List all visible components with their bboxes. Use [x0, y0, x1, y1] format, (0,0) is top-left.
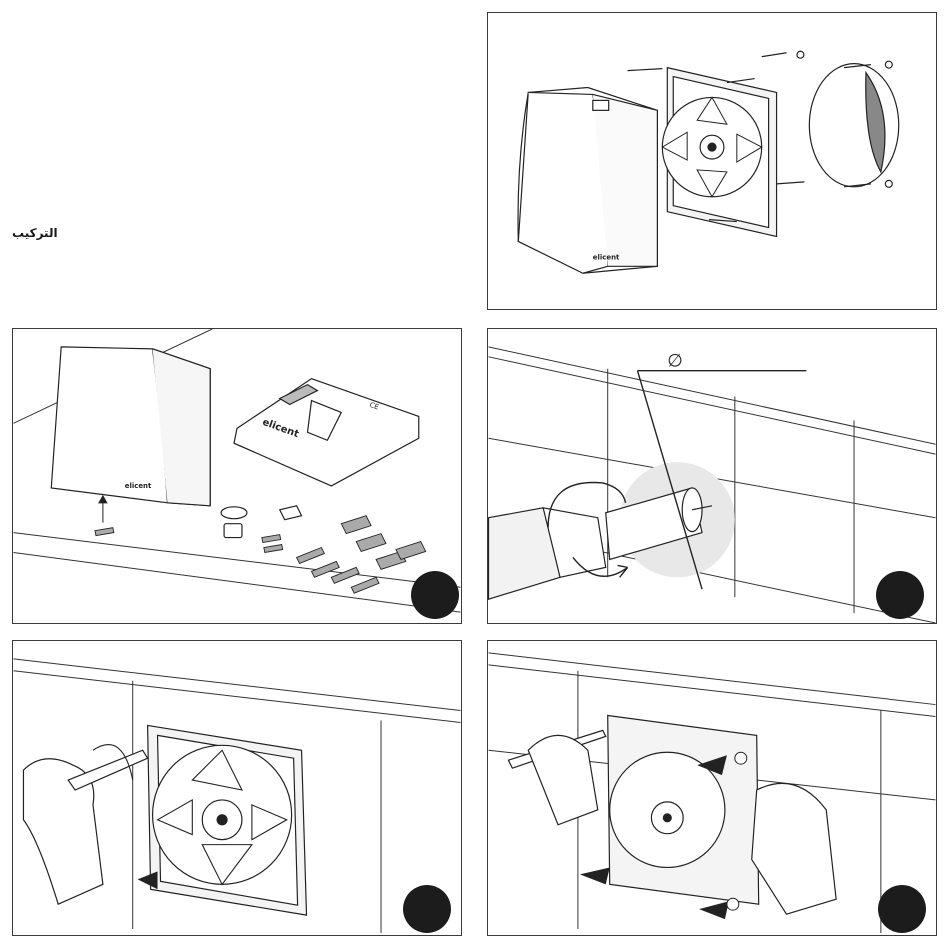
step-marker [876, 571, 924, 619]
step-contents-panel: elicent elicent CE [12, 328, 462, 624]
diameter-symbol: ∅ [667, 351, 683, 372]
step-drill-panel: ∅ [487, 328, 937, 624]
pencil-marking-icon [488, 641, 936, 935]
section-title: التركيب [12, 226, 58, 240]
step-marker [403, 885, 451, 933]
fan-exploded-icon: elicent [488, 13, 936, 309]
core-drill-icon: ∅ [488, 329, 936, 623]
package-contents-icon: elicent elicent CE [13, 329, 461, 623]
step-marker [411, 571, 459, 619]
exploded-view-panel: elicent [487, 12, 937, 310]
cover-brand-mark: elicent [593, 253, 620, 261]
cover-brand-mark: elicent [125, 482, 152, 490]
step-unscrew-panel [12, 640, 462, 936]
step-marker [878, 885, 926, 933]
screwdriver-icon [13, 641, 461, 935]
step-mark-panel [487, 640, 937, 936]
